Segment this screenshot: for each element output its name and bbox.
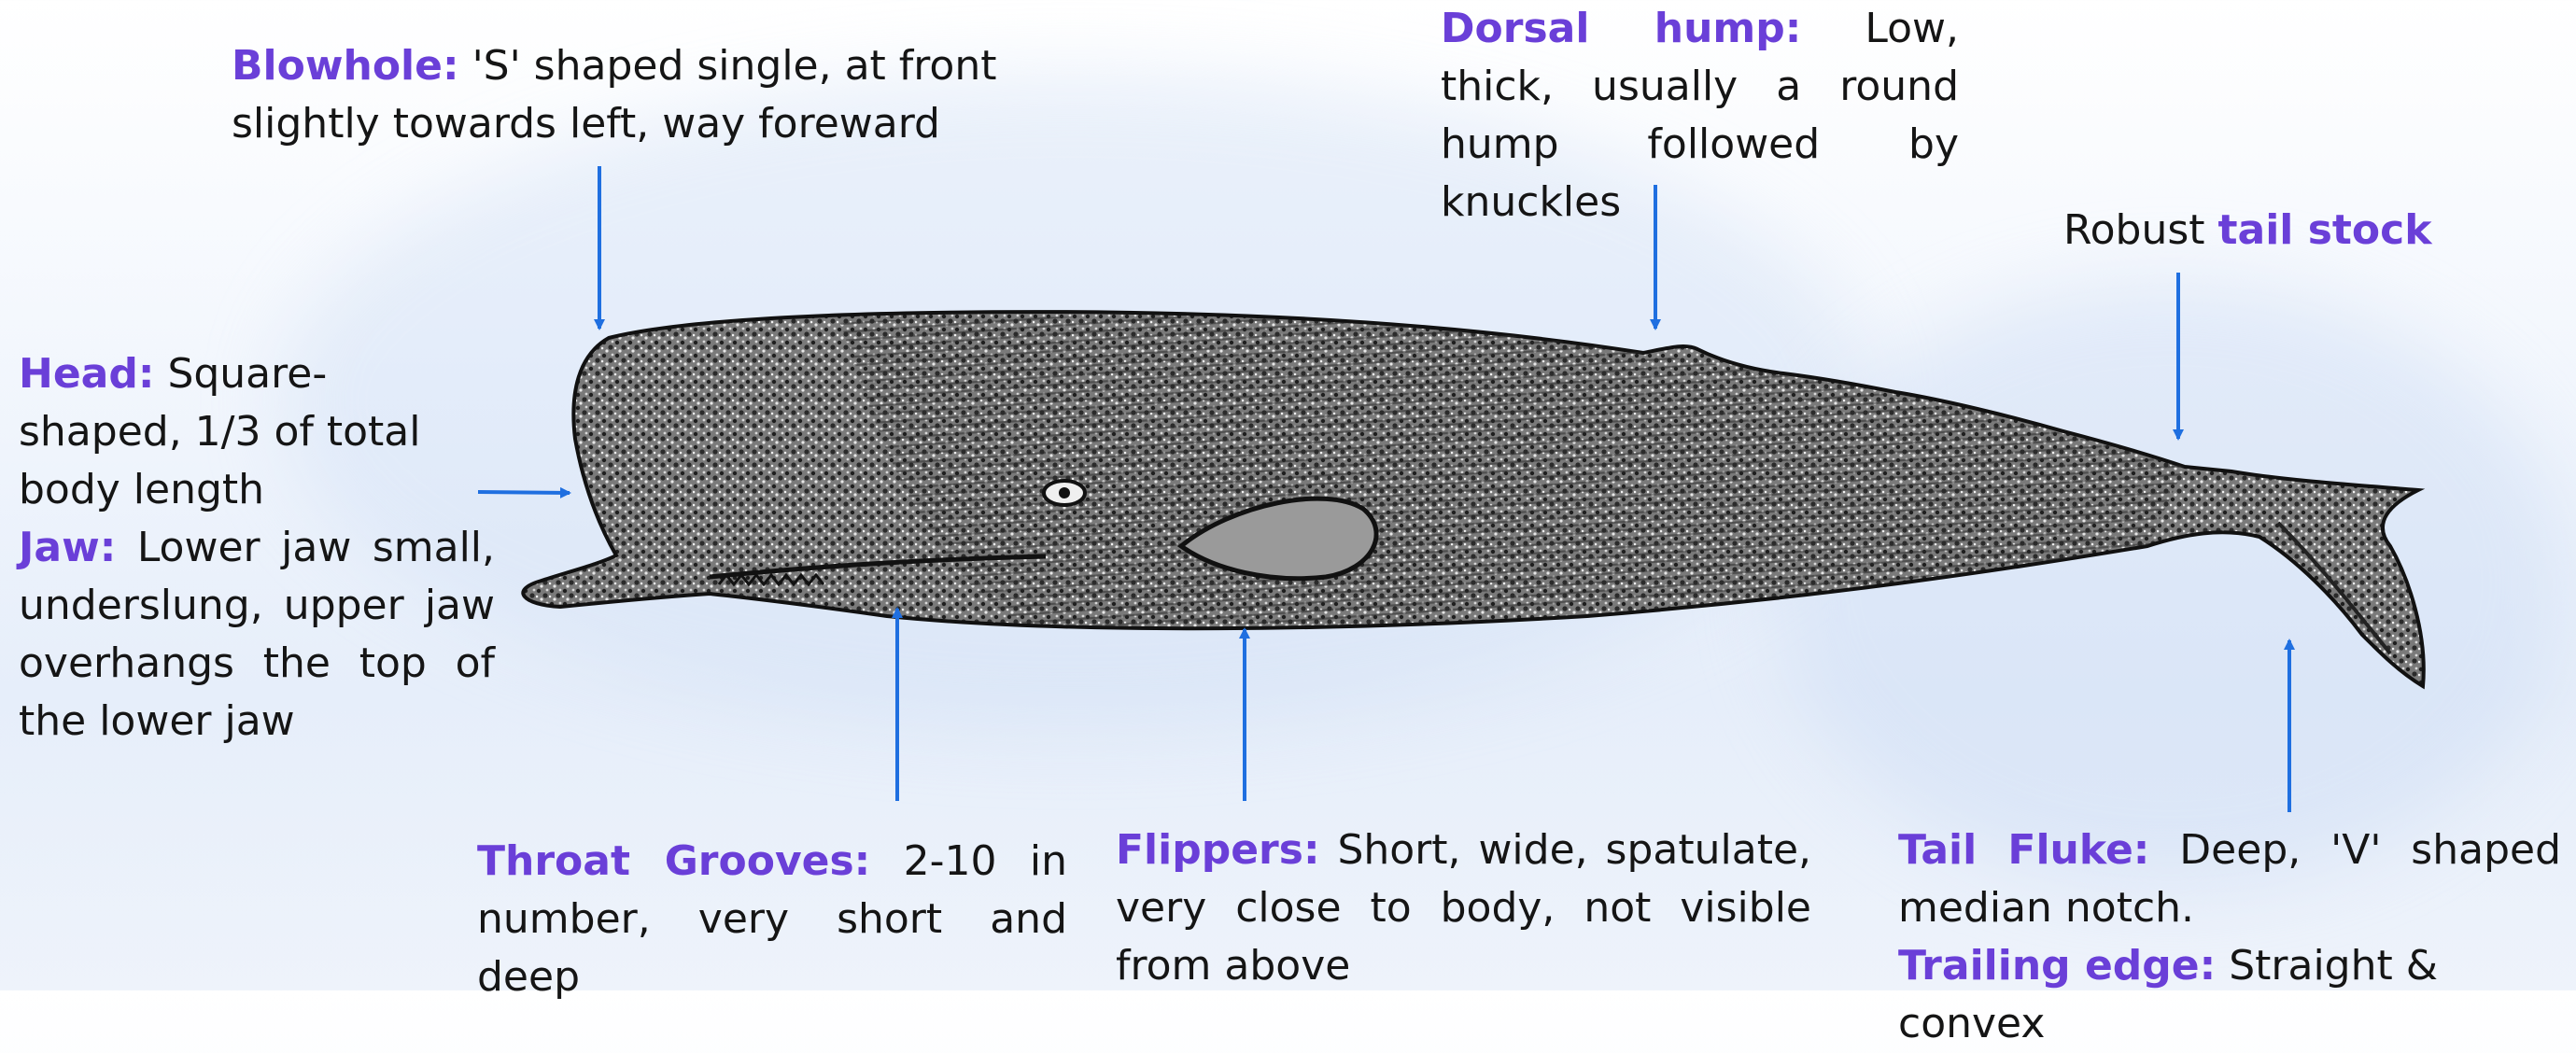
label-keyword: Flippers: xyxy=(1116,826,1320,874)
label-trailing-edge: Trailing edge: Straight & convex xyxy=(1898,937,2561,1053)
sperm-whale-illustration xyxy=(523,312,2423,686)
label-dorsal-hump: Dorsal hump: Low, thick, usually a round… xyxy=(1441,0,1959,232)
label-keyword: Head: xyxy=(19,350,154,398)
whale-body-hatching xyxy=(840,316,2185,625)
label-text: Robust xyxy=(2063,206,2218,254)
label-keyword: Jaw: xyxy=(19,524,116,571)
label-throat-grooves: Throat Grooves: 2-10 in number, very sho… xyxy=(477,833,1067,1006)
label-blowhole: Blowhole: 'S' shaped single, at front sl… xyxy=(232,37,1006,153)
label-tail-fluke: Tail Fluke: Deep, 'V' shaped median notc… xyxy=(1898,821,2561,1053)
label-fluke: Tail Fluke: Deep, 'V' shaped median notc… xyxy=(1898,821,2561,937)
label-tail-stock: Robust tail stock xyxy=(2063,202,2493,260)
label-flippers: Flippers: Short, wide, spatulate, very c… xyxy=(1116,821,1811,995)
label-keyword: Blowhole: xyxy=(232,42,459,90)
label-keyword: Throat Grooves: xyxy=(477,837,870,885)
label-head: Head: Square-shaped, 1/3 of total body l… xyxy=(19,345,481,519)
label-keyword: Dorsal hump: xyxy=(1441,5,1801,52)
label-head-jaw: Head: Square-shaped, 1/3 of total body l… xyxy=(19,345,495,751)
label-keyword: tail stock xyxy=(2218,206,2432,254)
label-keyword: Tail Fluke: xyxy=(1898,826,2149,874)
label-keyword: Trailing edge: xyxy=(1898,942,2216,990)
label-jaw: Jaw: Lower jaw small, underslung, upper … xyxy=(19,519,495,751)
